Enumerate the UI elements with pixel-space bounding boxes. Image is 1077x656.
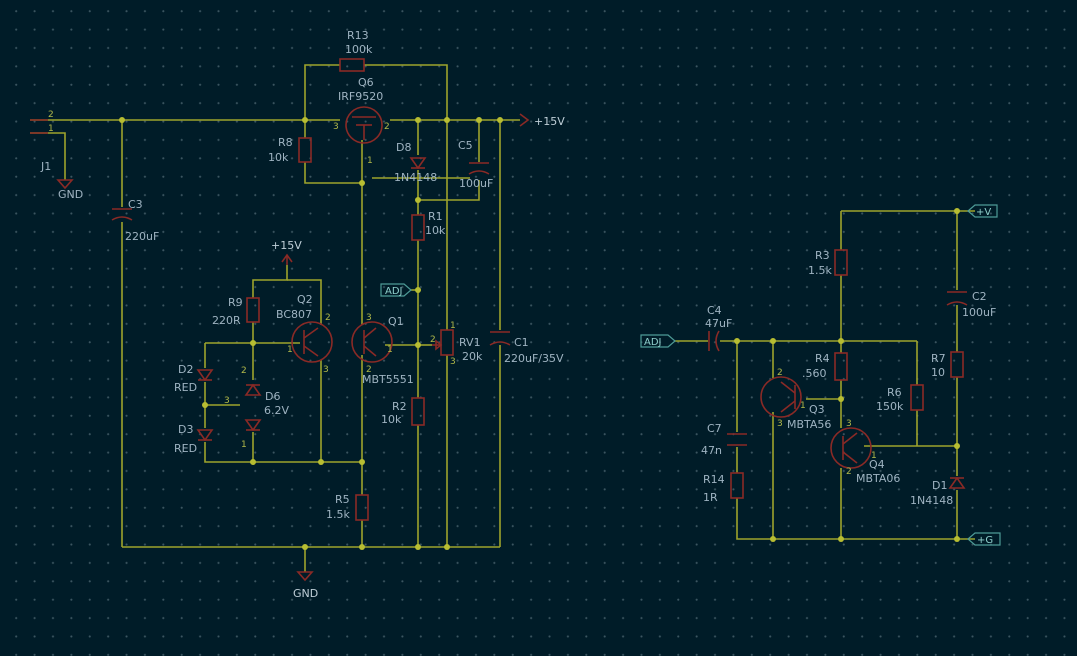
val-C1: 220uF/35V (504, 352, 564, 365)
ref-D6: D6 (265, 390, 280, 403)
net-adj-left: ADJ (385, 286, 403, 297)
val-R8: 10k (268, 151, 289, 164)
ref-R6: R6 (887, 386, 902, 399)
right-circuit-wires (675, 210, 975, 540)
ref-R1: R1 (428, 210, 443, 223)
val-R7: 10 (931, 366, 945, 379)
val-RV1: 20k (462, 350, 483, 363)
val-C5: 100uF (459, 177, 493, 190)
ref-R3: R3 (815, 249, 830, 262)
val-C7: 47n (701, 444, 722, 457)
val-R3: 1.5k (808, 264, 832, 277)
val-R4: .560 (802, 367, 827, 380)
val-Q6: IRF9520 (338, 90, 383, 103)
val-R13: 100k (345, 43, 373, 56)
ref-R5: R5 (335, 493, 350, 506)
ref-Q1: Q1 (388, 315, 404, 328)
val-Q1: MBT5551 (362, 373, 414, 386)
ref-C5: C5 (458, 139, 473, 152)
ref-Q6: Q6 (358, 76, 374, 89)
q2-pin2: 2 (325, 313, 331, 323)
q1-pin2: 2 (366, 365, 372, 375)
ref-D8: D8 (396, 141, 411, 154)
ref-Q4: Q4 (869, 458, 885, 471)
ref-R8: R8 (278, 136, 293, 149)
net-plus-v: +V (976, 207, 991, 218)
val-C2: 100uF (962, 306, 996, 319)
ref-D1: D1 (932, 479, 947, 492)
q1-pin1: 1 (387, 345, 393, 355)
j1-pin2: 2 (48, 110, 54, 120)
ref-R9: R9 (228, 296, 243, 309)
q6-pin3: 3 (333, 122, 339, 132)
right-circuit-components (380, 204, 1001, 546)
ref-D3: D3 (178, 423, 193, 436)
ref-C4: C4 (707, 304, 722, 317)
q3-pin2: 2 (777, 368, 783, 378)
val-R9: 220R (212, 314, 241, 327)
right-circuit-junctions (734, 208, 960, 542)
ref-R4: R4 (815, 352, 830, 365)
ref-J1: J1 (40, 160, 51, 173)
ref-R13: R13 (347, 29, 369, 42)
ref-R7: R7 (931, 352, 946, 365)
val-R14: 1R (703, 491, 718, 504)
val-J1: GND (58, 188, 83, 201)
q4-pin1: 1 (871, 451, 877, 461)
val-D2: RED (174, 381, 197, 394)
q2-pin3: 3 (323, 365, 329, 375)
q4-pin2: 2 (846, 467, 852, 477)
val-D6: 6.2V (264, 404, 289, 417)
val-C3: 220uF (125, 230, 159, 243)
j1-pin1: 1 (48, 124, 54, 134)
rv1-pin1: 1 (450, 321, 456, 331)
val-R2: 10k (381, 413, 402, 426)
val-R6: 150k (876, 400, 904, 413)
val-Q4: MBTA06 (856, 472, 900, 485)
val-C4: 47uF (705, 317, 732, 330)
right-circuit-labels: +V +G ADJ R3 1.5k C2 100uF C4 47uF R4 .5… (644, 207, 996, 546)
net-plus15-rail: +15V (534, 115, 565, 128)
ref-RV1: RV1 (459, 336, 481, 349)
left-circuit-labels: R13 100k Q6 IRF9520 3 2 1 R8 10k D8 1N41… (40, 29, 565, 600)
q2-pin1: 1 (287, 345, 293, 355)
val-D1: 1N4148 (910, 494, 953, 507)
ref-R14: R14 (703, 473, 725, 486)
val-D3: RED (174, 442, 197, 455)
ref-C7: C7 (707, 422, 722, 435)
ref-C2: C2 (972, 290, 987, 303)
d6-pin2: 2 (241, 366, 247, 376)
ref-C1: C1 (514, 336, 529, 349)
rv1-pin2: 2 (430, 335, 436, 345)
q3-pin1: 1 (800, 401, 806, 411)
ref-D2: D2 (178, 363, 193, 376)
ref-Q3: Q3 (809, 403, 825, 416)
d6-pin3: 3 (224, 396, 230, 406)
val-R1: 10k (425, 224, 446, 237)
d6-pin1: 1 (241, 440, 247, 450)
val-Q3: MBTA56 (787, 418, 831, 431)
net-plus15-q2: +15V (271, 239, 302, 252)
ref-C3: C3 (128, 198, 143, 211)
q6-pin2: 2 (384, 122, 390, 132)
net-plus-g: +G (977, 535, 993, 546)
ref-R2: R2 (392, 400, 407, 413)
q6-pin1: 1 (367, 156, 373, 166)
val-Q2: BC807 (276, 308, 312, 321)
ref-Q2: Q2 (297, 293, 313, 306)
val-D8: 1N4148 (394, 171, 437, 184)
net-adj-right: ADJ (644, 337, 662, 348)
left-circuit-wires (30, 64, 520, 572)
rv1-pin3: 3 (450, 357, 456, 367)
net-gnd-bottom: GND (293, 587, 318, 600)
q4-pin3: 3 (846, 419, 852, 429)
q1-pin3: 3 (366, 313, 372, 323)
left-circuit-junctions (119, 117, 503, 550)
left-circuit-components (30, 58, 530, 582)
val-R5: 1.5k (326, 508, 350, 521)
q3-pin3: 3 (777, 419, 783, 429)
